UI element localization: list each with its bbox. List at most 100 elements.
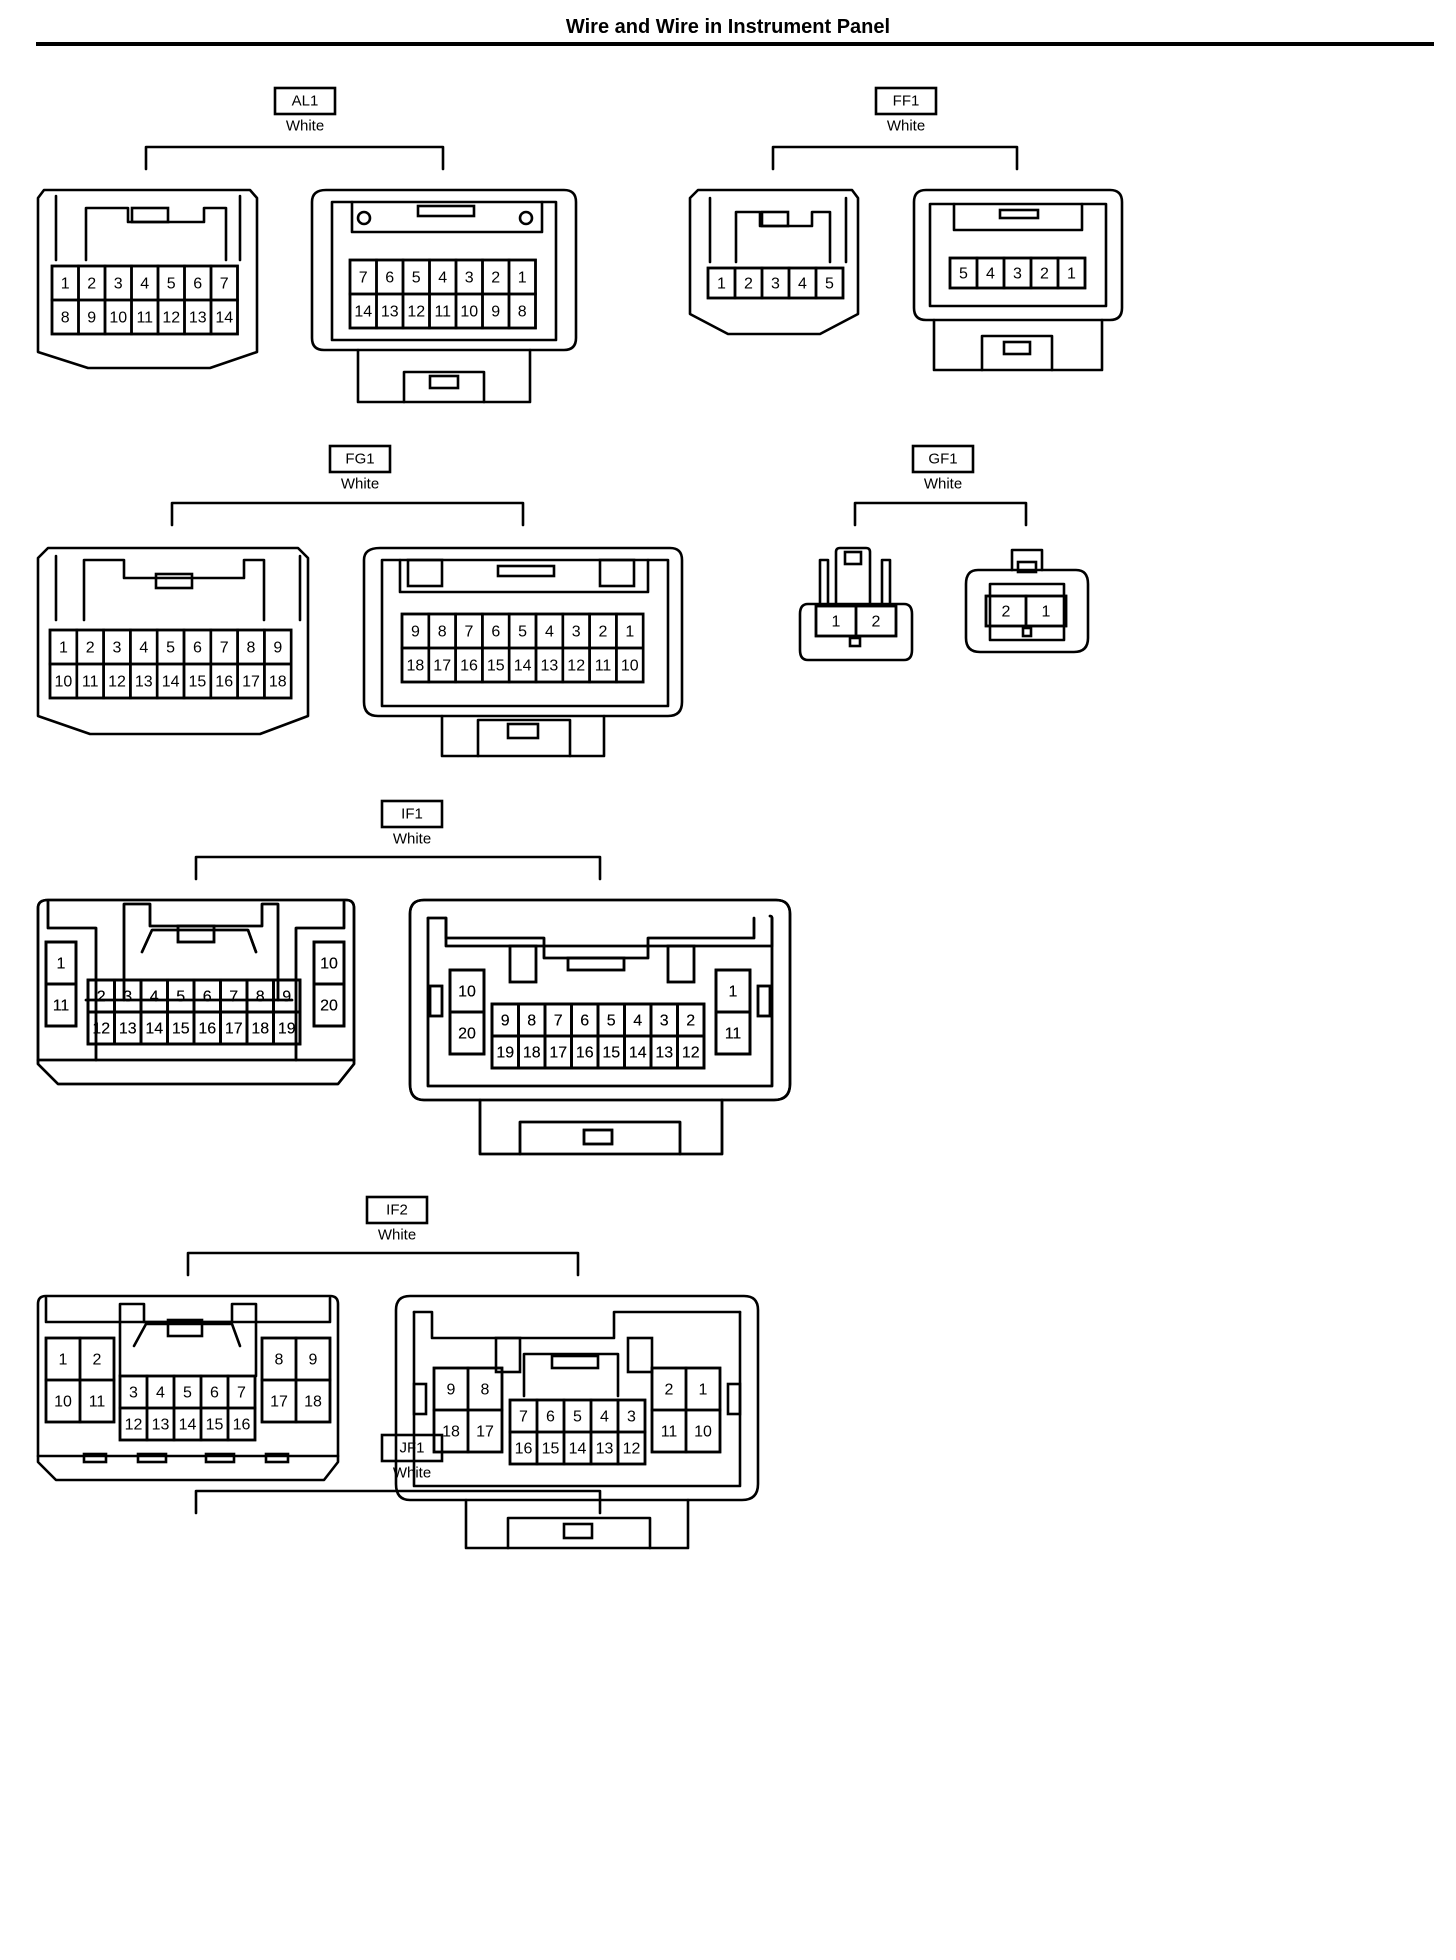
lock-tab (843, 550, 863, 566)
latch-hood (834, 546, 872, 606)
pin-label: 10 (621, 658, 639, 675)
pin-label: 16 (233, 1417, 251, 1434)
release-tab-outline (478, 1098, 724, 1156)
release-tab-outline (464, 1498, 690, 1550)
pin-label: 16 (198, 1021, 216, 1038)
housing-side-step (46, 900, 346, 1062)
pin-label: 10 (320, 956, 338, 973)
pin-label: 11 (725, 1026, 742, 1043)
pin-cell (676, 1034, 706, 1070)
pin-label: 1 (59, 640, 68, 657)
guide-block (666, 944, 696, 984)
pin-label: 6 (193, 640, 202, 657)
pin-cell (209, 298, 239, 336)
pin-label: 8 (518, 304, 527, 321)
housing-center-step (522, 1352, 620, 1398)
pin-label: 3 (627, 1409, 636, 1426)
pin-label: 5 (412, 270, 421, 287)
pin-label: 1 (1042, 604, 1051, 621)
release-tab-knob (562, 1522, 594, 1540)
pin-label: 7 (220, 640, 229, 657)
foot-notch (82, 1452, 108, 1464)
housing-latch-slot (734, 210, 832, 264)
pin-cell (854, 604, 898, 638)
pin-label: 2 (1002, 604, 1011, 621)
pin-label: 6 (385, 270, 394, 287)
lock-tab (496, 564, 556, 578)
pin-label: 13 (596, 1441, 614, 1458)
pin-label: 1 (729, 984, 738, 1001)
pin-label: 14 (145, 1021, 163, 1038)
housing-inner-line (708, 196, 848, 264)
release-tab-outline (356, 348, 532, 404)
lock-tab (416, 204, 476, 218)
connector-id-box (365, 1195, 429, 1225)
pin-label: 15 (172, 1021, 190, 1038)
lock-tab (176, 924, 216, 944)
pin-label: 6 (491, 624, 500, 641)
release-tab-inner (518, 1120, 682, 1156)
pin-label: 9 (87, 310, 96, 327)
housing-inner-frame (330, 200, 558, 342)
pin-label: 2 (599, 624, 608, 641)
connector-bracket (194, 855, 602, 881)
pin-label: 4 (156, 1385, 165, 1402)
pin-label: 18 (442, 1424, 460, 1441)
title-rule (36, 42, 1434, 46)
pin-label: 3 (572, 624, 581, 641)
pin-label: 12 (682, 1045, 700, 1062)
pin-label: 3 (123, 989, 132, 1006)
connector-bracket (771, 145, 1019, 171)
pin-label: 3 (660, 1013, 669, 1030)
housing-inner-step (398, 558, 650, 594)
pin-cell (312, 982, 346, 1028)
pin-label: 11 (89, 1394, 106, 1411)
release-tab-knob (582, 1128, 614, 1146)
guide-block (406, 558, 444, 588)
pin-label: 11 (53, 998, 70, 1015)
pin-label: 3 (129, 1385, 138, 1402)
pin-label: 5 (167, 276, 176, 293)
connector-color: White (924, 476, 962, 493)
housing-inner-frame (380, 558, 670, 708)
connector-color: White (393, 1465, 431, 1482)
pin-label: 12 (125, 1417, 143, 1434)
pin-label: 9 (282, 989, 291, 1006)
pin-grid-right: 111 (714, 968, 752, 1056)
pin-label: 18 (523, 1045, 541, 1062)
pin-label: 13 (655, 1045, 673, 1062)
pin-label: 5 (607, 1013, 616, 1030)
guide-block (598, 558, 636, 588)
pin-label: 6 (203, 989, 212, 1006)
guide-block (508, 944, 538, 984)
pin-label: 4 (986, 266, 995, 283)
pin-label: 3 (660, 1013, 669, 1030)
pin-label: 12 (567, 658, 585, 675)
lock-tab (1016, 560, 1038, 574)
connector-id: IF2 (386, 1202, 408, 1219)
pin-label: 14 (162, 674, 180, 691)
housing-inner-step (444, 916, 756, 960)
pin-label: 7 (359, 270, 368, 287)
connector-id: FG1 (345, 451, 374, 468)
pin-label: 15 (189, 674, 207, 691)
pin-label: 17 (225, 1021, 243, 1038)
pin-label: 4 (798, 276, 807, 293)
connector-id-box (328, 444, 392, 474)
housing-outline (964, 568, 1090, 654)
pin-label: 14 (215, 310, 233, 327)
pin-label: 2 (1040, 266, 1049, 283)
side-rib (756, 984, 772, 1018)
connector-id: GF1 (928, 451, 957, 468)
pin-label: 8 (481, 1382, 490, 1399)
pin-cell (616, 1430, 647, 1466)
pin-label: 14 (145, 1021, 163, 1038)
